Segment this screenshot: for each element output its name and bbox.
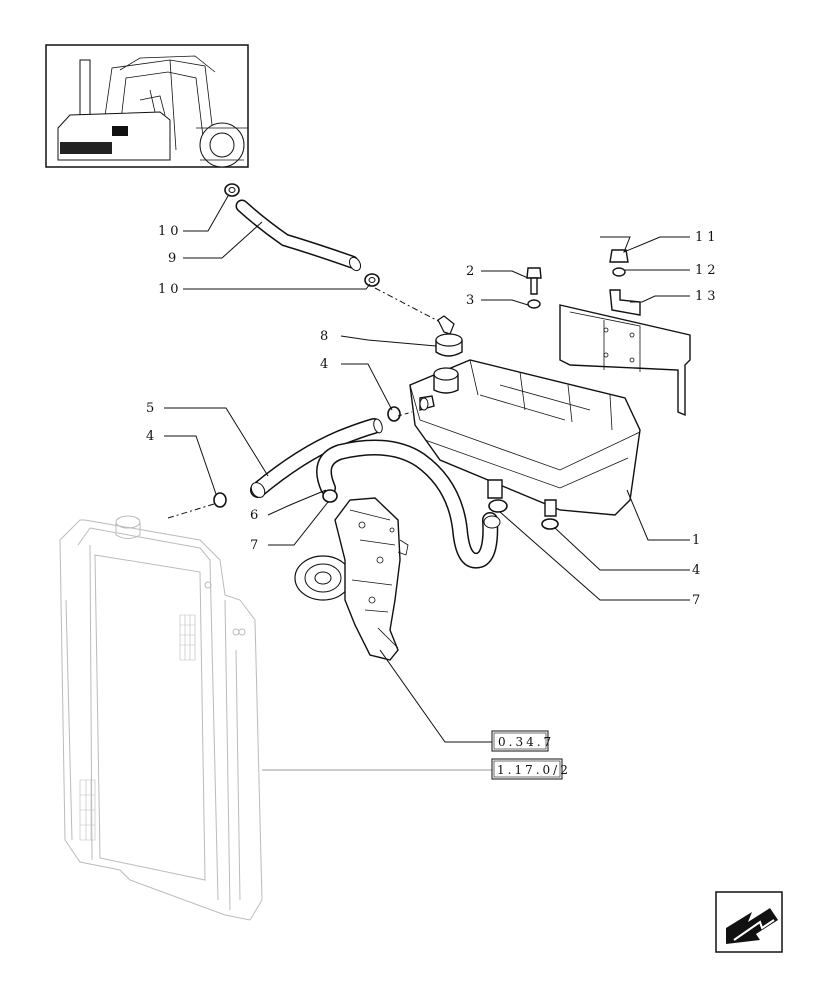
reference-box-b[interactable]: 1.17.0/2	[491, 758, 571, 780]
clamp-7-left	[322, 489, 338, 503]
washer-3	[527, 299, 541, 309]
clamp-7-right	[488, 499, 508, 513]
reference-a-text: 0.34.7	[498, 735, 554, 749]
arrow-nav-icon[interactable]	[715, 891, 783, 953]
ring-4-top	[387, 406, 401, 422]
clamp-10-top	[224, 183, 240, 197]
water-pump	[294, 497, 409, 661]
bracket-13	[559, 289, 691, 417]
cap-8	[435, 315, 463, 357]
callout-7-left: 7	[250, 538, 262, 553]
nut-11	[609, 249, 629, 263]
clamp-10-bottom	[364, 273, 380, 287]
ring-4-left	[213, 492, 227, 508]
callout-4-right: 4	[692, 563, 704, 578]
washer-12	[612, 267, 626, 277]
callout-7-right: 7	[692, 593, 704, 608]
callout-8: 8	[320, 329, 332, 344]
callout-9: 9	[168, 251, 180, 266]
callout-13: 13	[695, 289, 720, 304]
dashed-connection	[167, 503, 215, 519]
callout-11: 11	[695, 230, 720, 245]
callout-4-left: 4	[146, 429, 158, 444]
callout-5: 5	[146, 401, 158, 416]
bolt-2	[526, 267, 542, 295]
tractor-thumbnail	[45, 44, 249, 168]
callout-10-top: 10	[158, 224, 183, 239]
reference-box-a[interactable]: 0.34.7	[491, 730, 554, 752]
expansion-tank	[409, 359, 641, 530]
callout-12: 12	[695, 263, 720, 278]
callout-2: 2	[466, 264, 478, 279]
callout-3: 3	[466, 293, 478, 308]
callout-6: 6	[250, 508, 262, 523]
callout-4-top: 4	[320, 357, 332, 372]
radiator	[59, 515, 263, 921]
leader-lines	[164, 195, 690, 771]
reference-b-text: 1.17.0/2	[497, 763, 571, 777]
callout-1: 1	[692, 533, 704, 548]
callout-10-bottom: 10	[158, 282, 183, 297]
